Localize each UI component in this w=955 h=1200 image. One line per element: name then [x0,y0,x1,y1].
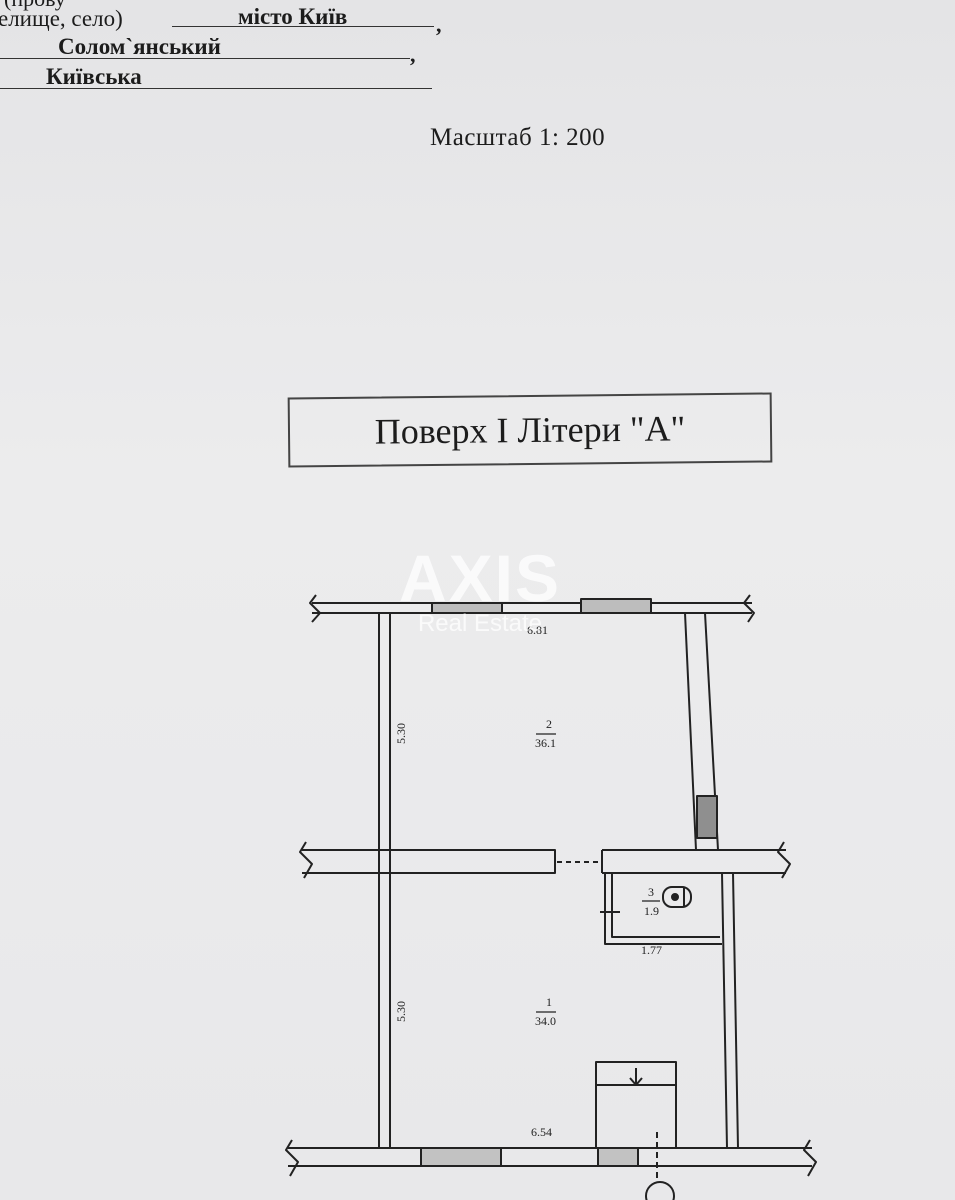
settlement-type-label: елище, село) [0,6,123,31]
room-1-number: 1 [546,995,552,1009]
settlement-value: місто Київ [238,4,348,29]
top-wall [312,602,752,614]
room-2-number: 2 [546,717,552,731]
toilet-icon [662,886,692,908]
left-wall [378,613,391,1148]
settlement-comma: , [436,12,442,37]
entrance-marker [645,1181,675,1200]
break-mark-top-left [309,594,321,623]
room-2-area: 36.1 [535,736,556,750]
watermark-logo: AXIS Real Estate [380,545,580,637]
room-3-number: 3 [648,885,654,899]
wc-partition [604,873,722,945]
break-mark-mid-right [777,841,791,879]
chimney-hatch [696,795,718,839]
scale-label: Масштаб 1: 200 [430,124,606,151]
room-3-area: 1.9 [644,904,659,918]
district-value: Солом`янський [58,34,221,59]
window-top-1 [431,602,503,614]
header-line-1: (прову [4,0,66,12]
dim-room2-height: 5.30 [394,723,408,744]
break-mark-bottom-right [803,1139,817,1177]
watermark-subtitle: Real Estate [417,610,543,637]
region-value: Київська [46,64,142,89]
watermark-brand: AXIS [398,541,562,615]
bottom-wall [288,1147,812,1167]
window-top-2 [580,598,652,614]
break-mark-bottom-left [285,1139,299,1177]
dim-wc-width: 1.77 [641,943,662,957]
dim-bottom-width: 6.54 [531,1125,552,1139]
middle-wall-right [601,849,786,874]
window-bottom-2 [597,1147,639,1167]
settlement-underline [172,26,434,27]
district-comma: , [410,42,416,67]
window-bottom-1 [420,1147,502,1167]
middle-wall-left [302,849,556,874]
region-underline [0,88,432,89]
break-mark-top-right [743,594,755,623]
break-mark-mid-left [299,841,313,879]
dim-top-width: 6.81 [527,623,548,637]
district-underline [0,58,410,59]
dim-room1-height: 5.30 [394,1001,408,1022]
room-1-area: 34.0 [535,1014,556,1028]
right-wall-lower [721,872,739,1149]
